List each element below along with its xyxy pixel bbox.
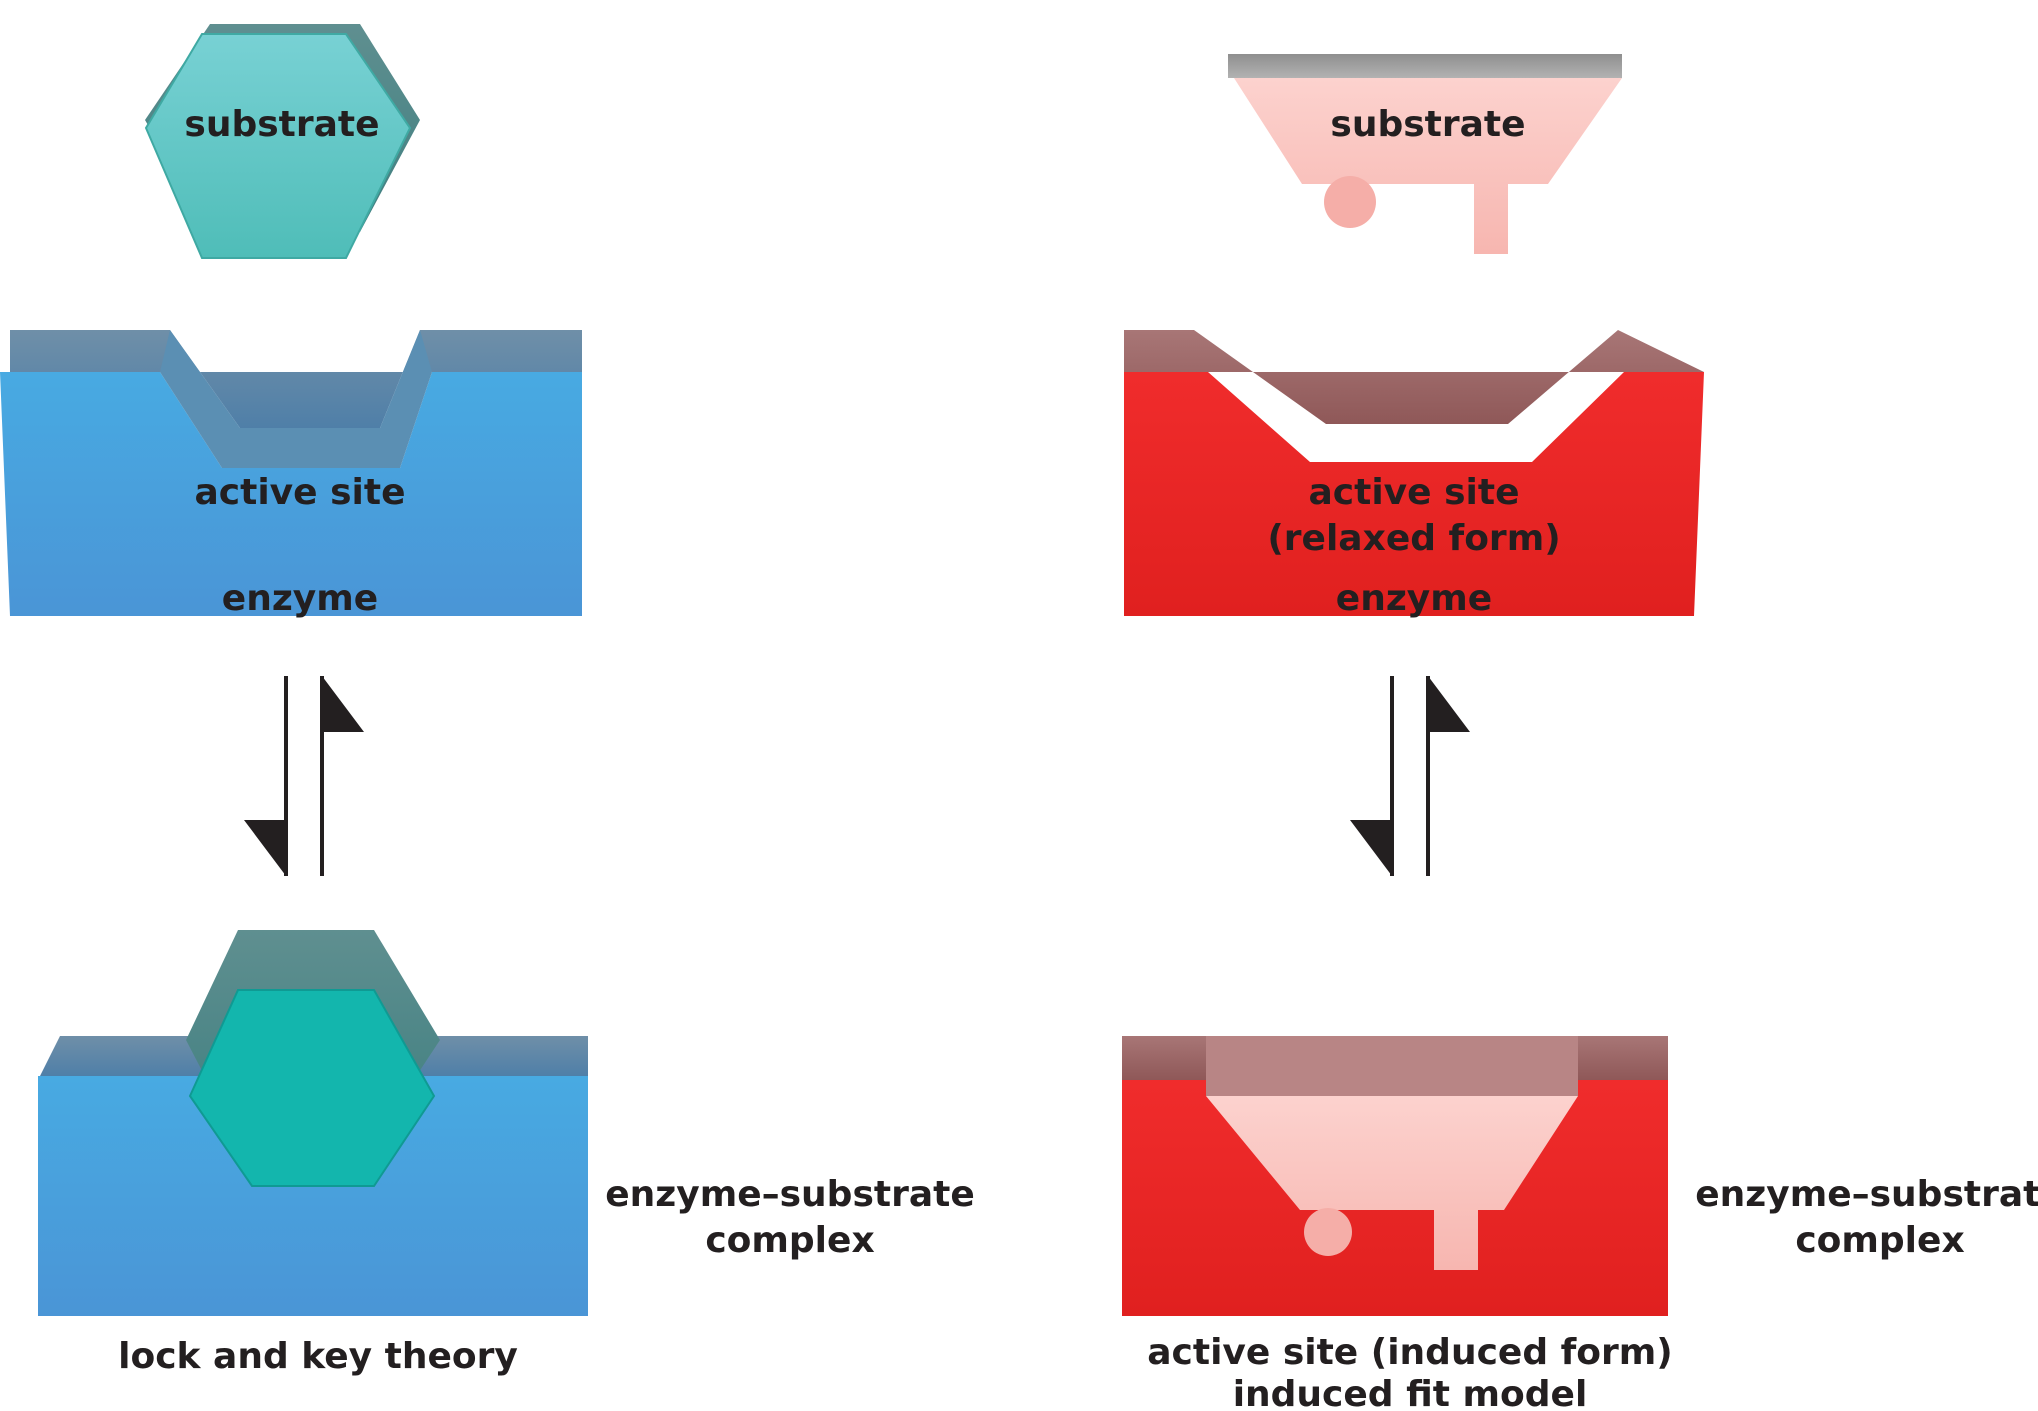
left-substrate-hexagon xyxy=(144,24,420,259)
right-substrate-shape xyxy=(1228,54,1622,254)
left-caption: lock and key theory xyxy=(118,1336,518,1377)
left-substrate-label: substrate xyxy=(184,104,379,145)
left-complex-label-line2: complex xyxy=(705,1220,874,1261)
left-equilibrium-arrows xyxy=(244,676,364,876)
right-complex-label-line1: enzyme–substrate xyxy=(1695,1174,2038,1215)
right-active-site-label-line2: (relaxed form) xyxy=(1267,518,1560,559)
left-enzyme-label: enzyme xyxy=(222,578,378,619)
right-equilibrium-arrows xyxy=(1350,676,1470,876)
right-caption-line1: active site (induced form) xyxy=(1147,1332,1673,1373)
right-substrate-label: substrate xyxy=(1330,104,1525,145)
right-enzyme-block xyxy=(1124,330,1704,616)
left-enzyme-block xyxy=(0,330,582,616)
right-active-site-label-line1: active site xyxy=(1309,472,1520,513)
left-complex xyxy=(38,930,588,1316)
right-complex xyxy=(1122,1036,1668,1316)
right-enzyme-label: enzyme xyxy=(1336,578,1492,619)
right-caption-line2: induced fit model xyxy=(1233,1374,1588,1411)
left-complex-label-line1: enzyme–substrate xyxy=(605,1174,975,1215)
right-complex-label-line2: complex xyxy=(1795,1220,1964,1261)
left-active-site-label: active site xyxy=(195,472,406,513)
